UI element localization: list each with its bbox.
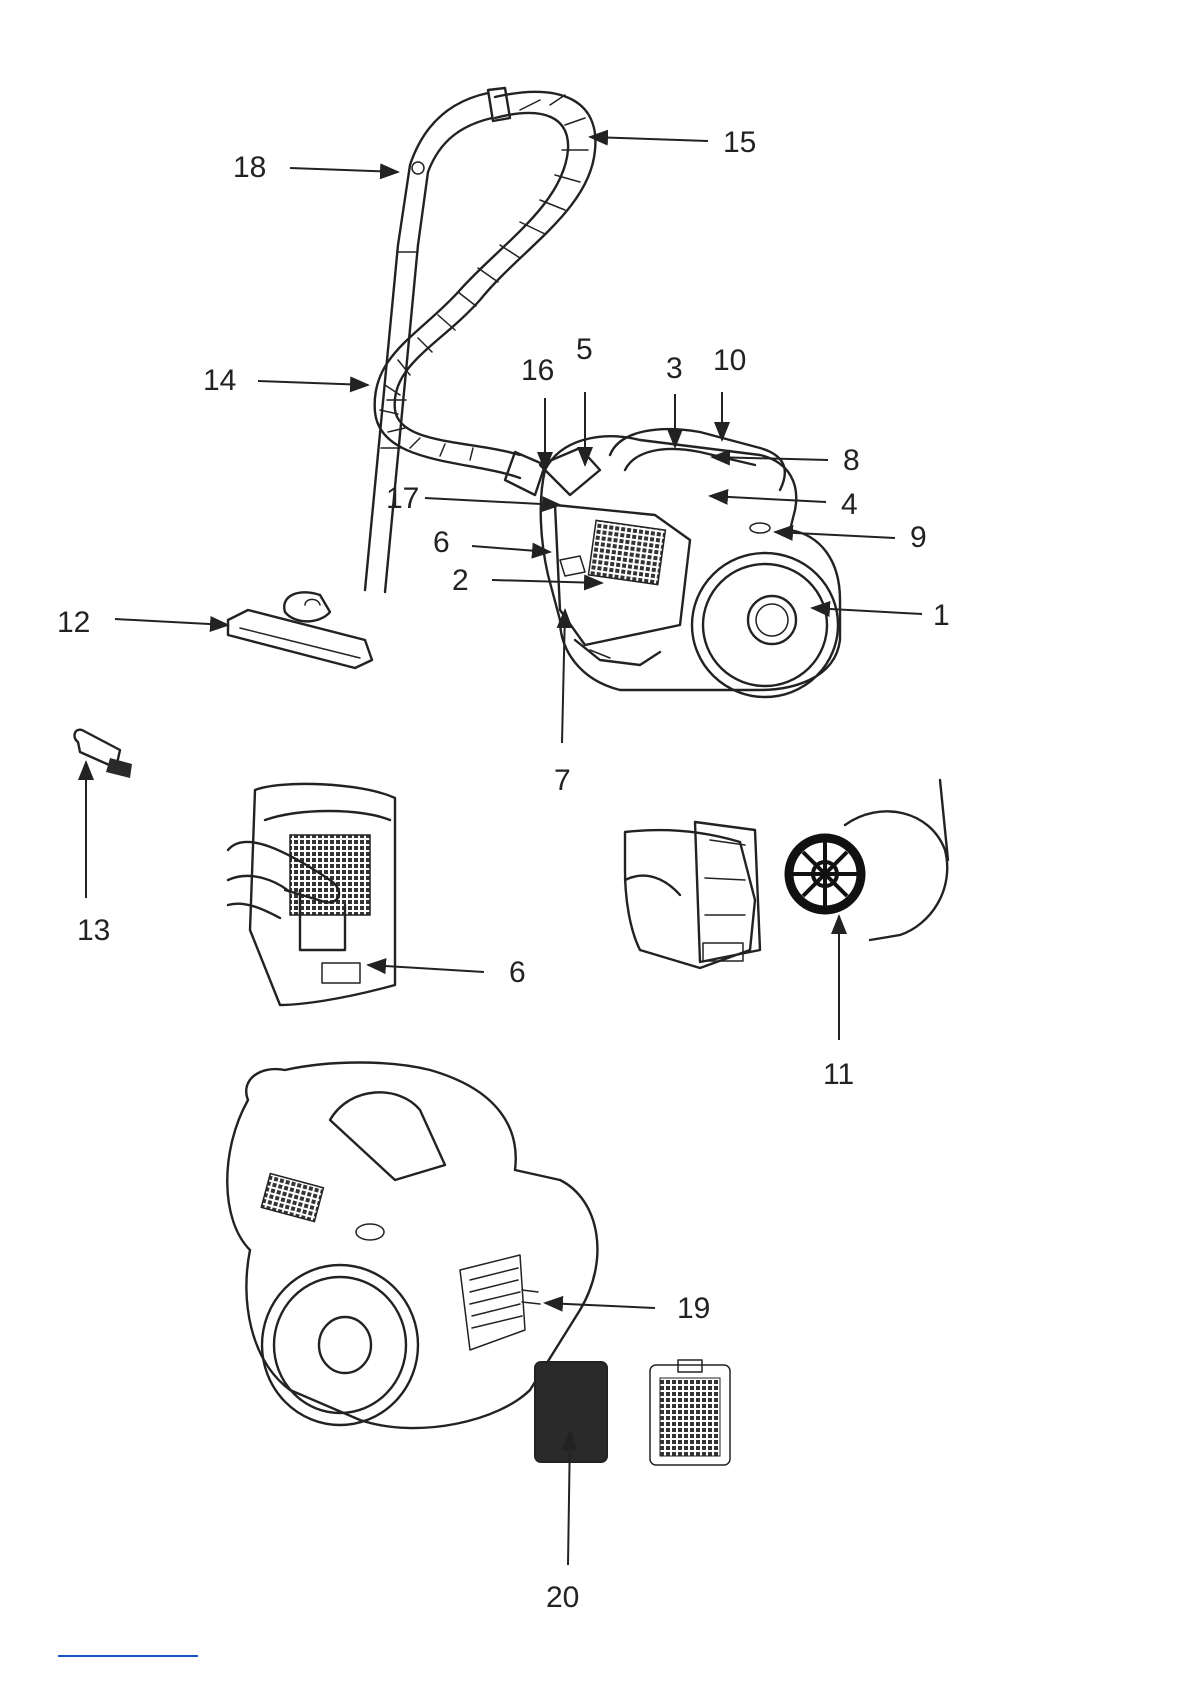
container-latch-slot [322, 963, 360, 983]
tube-right [385, 245, 418, 592]
callout-label-20: 20 [546, 1581, 579, 1614]
arrow-18 [290, 168, 398, 172]
callout-label-17: 17 [386, 482, 419, 515]
filter-housing [625, 830, 755, 968]
arrow-14 [258, 381, 368, 385]
callout-label-19: 19 [677, 1292, 710, 1325]
floor-brush-neck [284, 592, 330, 621]
floor-brush-body [228, 610, 372, 668]
wheel-hub-inner [756, 604, 788, 636]
handle-button [412, 162, 424, 174]
container-rim [265, 811, 390, 820]
handle-outline-b [418, 118, 492, 245]
dust-mesh [588, 520, 665, 584]
back-exhaust-mesh [261, 1174, 323, 1222]
crevice-tool-tip [106, 758, 132, 778]
back-button [356, 1224, 384, 1240]
grill-cover-mesh [660, 1378, 720, 1456]
arrow-15 [590, 137, 708, 141]
arrow-7 [562, 610, 565, 743]
callout-label-8: 8 [843, 444, 860, 477]
callout-label-15: 15 [723, 126, 756, 159]
callout-label-16: 16 [521, 354, 554, 387]
footer-link-underline[interactable] [58, 1655, 198, 1657]
arrow-2 [492, 580, 602, 583]
callout-label-6-detail: 6 [509, 956, 526, 989]
callout-label-5: 5 [576, 333, 593, 366]
cleaner-back-illustration [227, 1063, 730, 1466]
arrow-12 [115, 619, 228, 625]
tube-left [365, 245, 398, 590]
back-wheel-hub [319, 1317, 371, 1373]
back-carry-handle [330, 1092, 445, 1180]
wheel-outer [692, 553, 838, 697]
arrow-6a [472, 546, 550, 552]
callout-label-1: 1 [933, 599, 950, 632]
callout-label-7: 7 [554, 764, 571, 797]
filter-hand [625, 876, 680, 895]
hose-ribs [380, 95, 588, 460]
callout-label-13: 13 [77, 914, 110, 947]
hand-finger-3 [228, 904, 280, 918]
callout-label-4: 4 [841, 488, 858, 521]
arrow-9 [775, 532, 895, 538]
arrow-19 [545, 1303, 655, 1308]
callout-label-12: 12 [57, 606, 90, 639]
hose-outline-outer [395, 92, 596, 455]
filter-cage-bars [705, 840, 745, 915]
exhaust-filter-pad [535, 1362, 607, 1462]
filter-detail [625, 780, 948, 968]
cleaner-body-outline [541, 436, 840, 690]
crevice-tool-illustration [75, 730, 132, 778]
hose-inlet [540, 448, 600, 495]
power-plug-pins [522, 1290, 540, 1304]
arrow-1 [812, 608, 922, 614]
callout-label-6: 6 [433, 526, 450, 559]
arrow-6b [368, 965, 484, 972]
callout-label-14: 14 [203, 364, 236, 397]
release-button [560, 556, 585, 576]
arrow-4 [710, 496, 826, 502]
wheel-hub [748, 596, 796, 644]
vacuum-main-illustration [228, 88, 840, 697]
rewind-button [750, 523, 770, 533]
callout-label-18: 18 [233, 151, 266, 184]
callout-label-3: 3 [666, 352, 683, 385]
hand-finger-2 [228, 876, 290, 892]
floor-brush-joint [305, 599, 320, 605]
callout-label-10: 10 [713, 344, 746, 377]
dust-release-detail [228, 784, 395, 1005]
callout-label-11: 11 [823, 1058, 854, 1091]
callout-label-9: 9 [910, 521, 927, 554]
back-grill-slats [470, 1268, 522, 1328]
back-wheel-ring [274, 1277, 406, 1413]
tube-joints [381, 252, 418, 448]
grill-cover-clip [678, 1360, 702, 1372]
back-wheel-outer [262, 1265, 418, 1425]
wheel-ring [703, 564, 827, 686]
hose-outline-inner [375, 113, 568, 478]
callout-label-2: 2 [452, 564, 469, 597]
hose-connector [505, 452, 545, 495]
